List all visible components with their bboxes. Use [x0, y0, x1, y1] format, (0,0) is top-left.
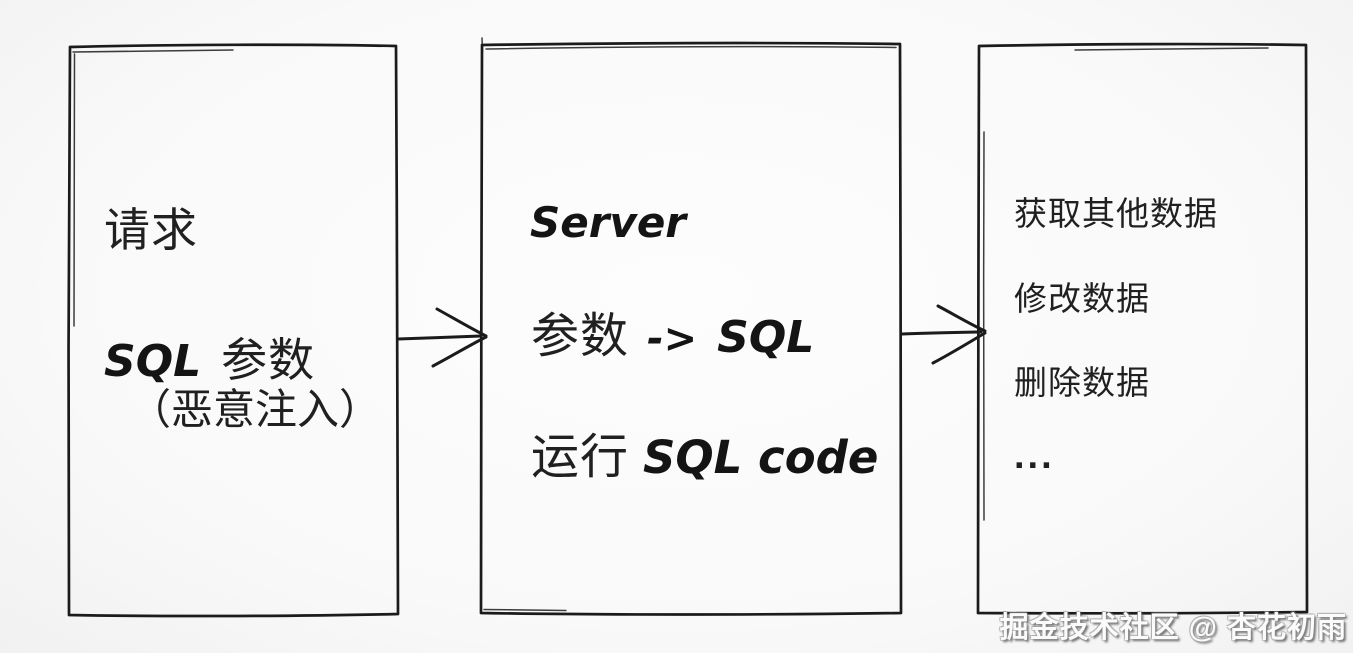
request-label: 请求 — [104, 204, 198, 256]
malicious-injection-label: （恶意注入） — [129, 386, 382, 433]
server-label: Server — [530, 198, 687, 247]
params-word: 参数 — [531, 310, 630, 363]
data-impact-ellipsis: ... — [1014, 435, 1055, 477]
arrow-text-icon: -> — [647, 316, 698, 362]
request-box-outline — [67, 43, 400, 618]
sql-word: SQL — [717, 312, 815, 363]
data-impact-item: 修改数据 — [1014, 280, 1150, 317]
arrow-server-to-data — [900, 304, 987, 365]
params-to-sql-line: 参数 -> SQL — [531, 313, 814, 361]
sql-code-words: SQL code — [643, 431, 879, 484]
watermark: 掘金技术社区 @ 杏花初雨 — [999, 612, 1347, 644]
data-box-outline — [976, 42, 1309, 615]
params-word: 参数 — [221, 334, 316, 386]
run-word: 运行 — [531, 431, 630, 484]
sql-word: SQL — [104, 336, 202, 387]
data-impact-item: 获取其他数据 — [1014, 195, 1218, 232]
request-sql-params-line: SQL 参数 — [104, 337, 315, 384]
server-box-outline — [479, 37, 903, 616]
arrow-request-to-server — [396, 307, 488, 368]
data-impact-item: 删除数据 — [1014, 364, 1150, 401]
